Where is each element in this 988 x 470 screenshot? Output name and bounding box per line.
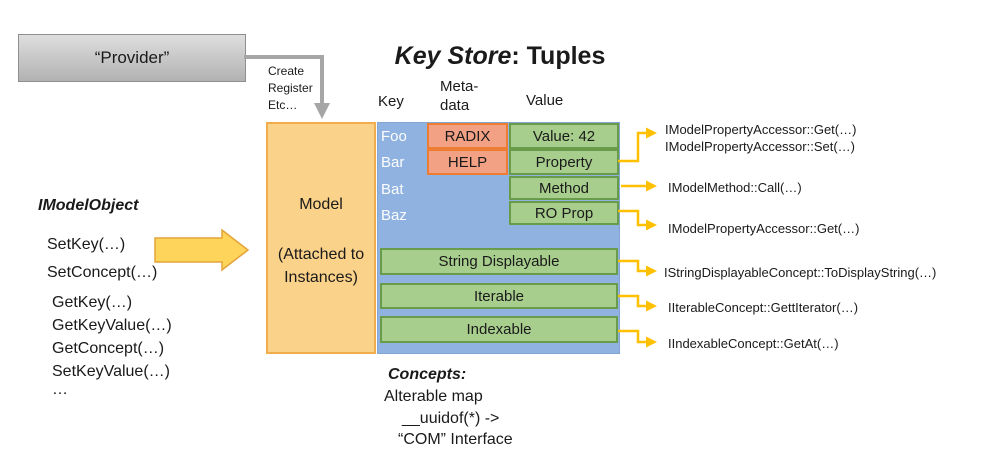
callout-method-call: IModelMethod::Call(…) <box>668 180 802 195</box>
connector-indexable-icon <box>618 329 646 344</box>
metadata-cell-help: HELP <box>427 149 508 175</box>
key-row-foo: Foo <box>381 127 407 145</box>
method-getconcept: GetConcept(…) <box>52 340 165 357</box>
note-line: Create <box>268 64 305 78</box>
arrowhead-ro-prop-icon <box>646 219 657 231</box>
concept-bar-string-displayable: String Displayable <box>380 248 618 275</box>
callout-iterable: IIterableConcept::GettIterator(…) <box>668 300 859 315</box>
arrowhead-method-icon <box>646 180 657 192</box>
imodelobject-to-model-arrow-icon <box>154 228 250 272</box>
note-line: Etc… <box>268 98 298 112</box>
method-ellipsis: … <box>52 381 68 398</box>
key-row-baz: Baz <box>381 206 407 224</box>
value-cell-property: Property <box>509 149 619 175</box>
concepts-heading: Concepts: <box>388 366 467 383</box>
connector-string-displayable-icon <box>618 259 646 273</box>
note-line: Register <box>268 81 313 95</box>
model-box: Model (Attached to Instances) <box>266 122 376 354</box>
key-row-bat: Bat <box>381 180 404 198</box>
provider-label: “Provider” <box>94 48 170 67</box>
connector-iterable-icon <box>618 294 646 308</box>
value-cell-method: Method <box>509 176 619 200</box>
metadata-cell-radix: RADIX <box>427 123 508 149</box>
value-cell-ro-prop: RO Prop <box>509 201 619 225</box>
model-label: Model <box>299 196 343 213</box>
concept-bar-iterable: Iterable <box>380 283 618 309</box>
page-title: Key Store: Tuples <box>345 42 655 71</box>
callout-indexable: IIndexableConcept::GetAt(…) <box>668 336 839 351</box>
model-sublabel-line2: Instances) <box>284 269 358 286</box>
callout-ro-prop-get: IModelPropertyAccessor::Get(…) <box>668 221 860 236</box>
column-header-metadata-line1: Meta- <box>440 78 479 95</box>
title-rest: : Tuples <box>511 42 606 70</box>
column-header-metadata-line2: data <box>440 97 470 114</box>
key-row-bar: Bar <box>381 153 405 171</box>
callout-property-get: IModelPropertyAccessor::Get(…) <box>665 122 857 137</box>
imodelobject-heading: IModelObject <box>38 197 139 214</box>
column-header-metadata: Meta- data <box>440 77 478 115</box>
arrowhead-indexable-icon <box>646 336 657 348</box>
method-getkeyvalue: GetKeyValue(…) <box>52 317 172 334</box>
column-header-key: Key <box>378 93 404 110</box>
callout-string-displayable: IStringDisplayableConcept::ToDisplayStri… <box>664 265 937 280</box>
connector-property-icon <box>618 131 646 163</box>
connector-ro-prop-icon <box>618 209 646 227</box>
provider-arrow-note: Create Register Etc… <box>268 63 313 114</box>
provider-box: “Provider” <box>18 34 246 82</box>
title-emphasis: Key Store <box>394 42 512 70</box>
model-sublabel: (Attached to Instances) <box>268 243 374 289</box>
arrowhead-property-icon <box>646 127 657 139</box>
concepts-line-com-interface: “COM” Interface <box>398 431 513 448</box>
method-getkey: GetKey(…) <box>52 294 133 311</box>
method-setkeyvalue: SetKeyValue(…) <box>52 363 170 380</box>
concepts-line-uuidof: __uuidof(*) -> <box>402 410 500 427</box>
model-sublabel-line1: (Attached to <box>277 246 365 263</box>
arrowhead-string-displayable-icon <box>646 265 657 277</box>
method-setconcept: SetConcept(…) <box>47 264 158 281</box>
callout-property-set: IModelPropertyAccessor::Set(…) <box>665 139 856 154</box>
value-cell-value42: Value: 42 <box>509 123 619 149</box>
arrowhead-iterable-icon <box>646 300 657 312</box>
column-header-value: Value <box>526 92 564 109</box>
concepts-line-alterable-map: Alterable map <box>384 388 483 405</box>
concept-bar-indexable: Indexable <box>380 316 618 343</box>
method-setkey: SetKey(…) <box>47 236 126 253</box>
